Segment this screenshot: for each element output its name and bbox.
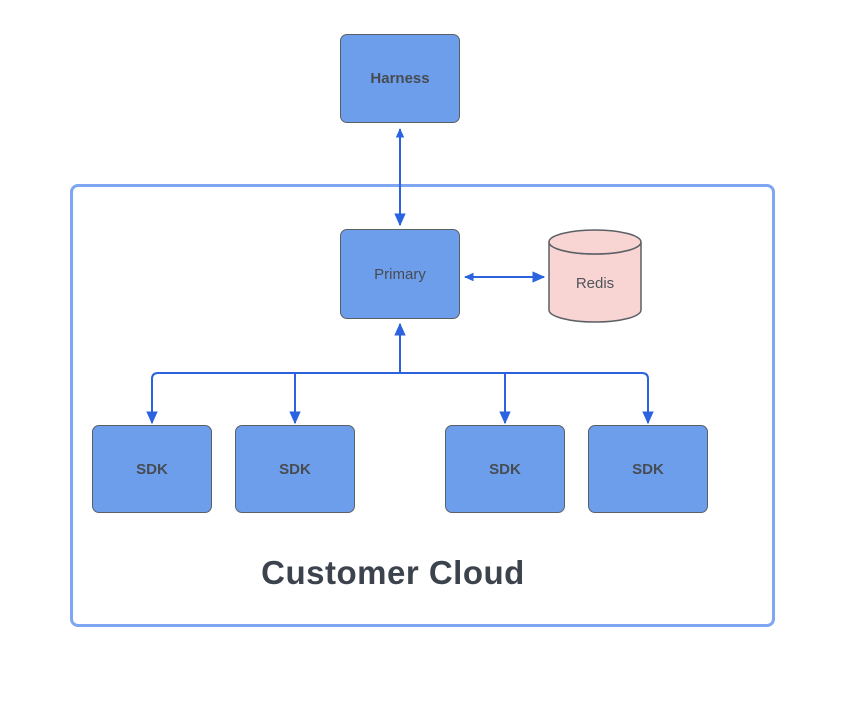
harness-node: Harness [340, 34, 460, 123]
cylinder-top [548, 229, 642, 255]
harness-label: Harness [370, 70, 430, 87]
edge-sdk-bus [151, 372, 649, 380]
sdk-label: SDK [632, 460, 664, 478]
primary-node: Primary [340, 229, 460, 319]
sdk-label: SDK [136, 460, 168, 478]
redis-node: Redis [548, 229, 642, 323]
sdk-node-1: SDK [92, 425, 212, 513]
customer-cloud-container [70, 184, 775, 627]
database-cylinder-icon [548, 229, 642, 323]
sdk-node-4: SDK [588, 425, 708, 513]
sdk-node-3: SDK [445, 425, 565, 513]
primary-label: Primary [374, 265, 426, 283]
sdk-node-2: SDK [235, 425, 355, 513]
sdk-label: SDK [279, 460, 311, 478]
redis-label: Redis [575, 275, 615, 292]
sdk-label: SDK [489, 460, 521, 478]
customer-cloud-title: Customer Cloud [261, 554, 525, 591]
